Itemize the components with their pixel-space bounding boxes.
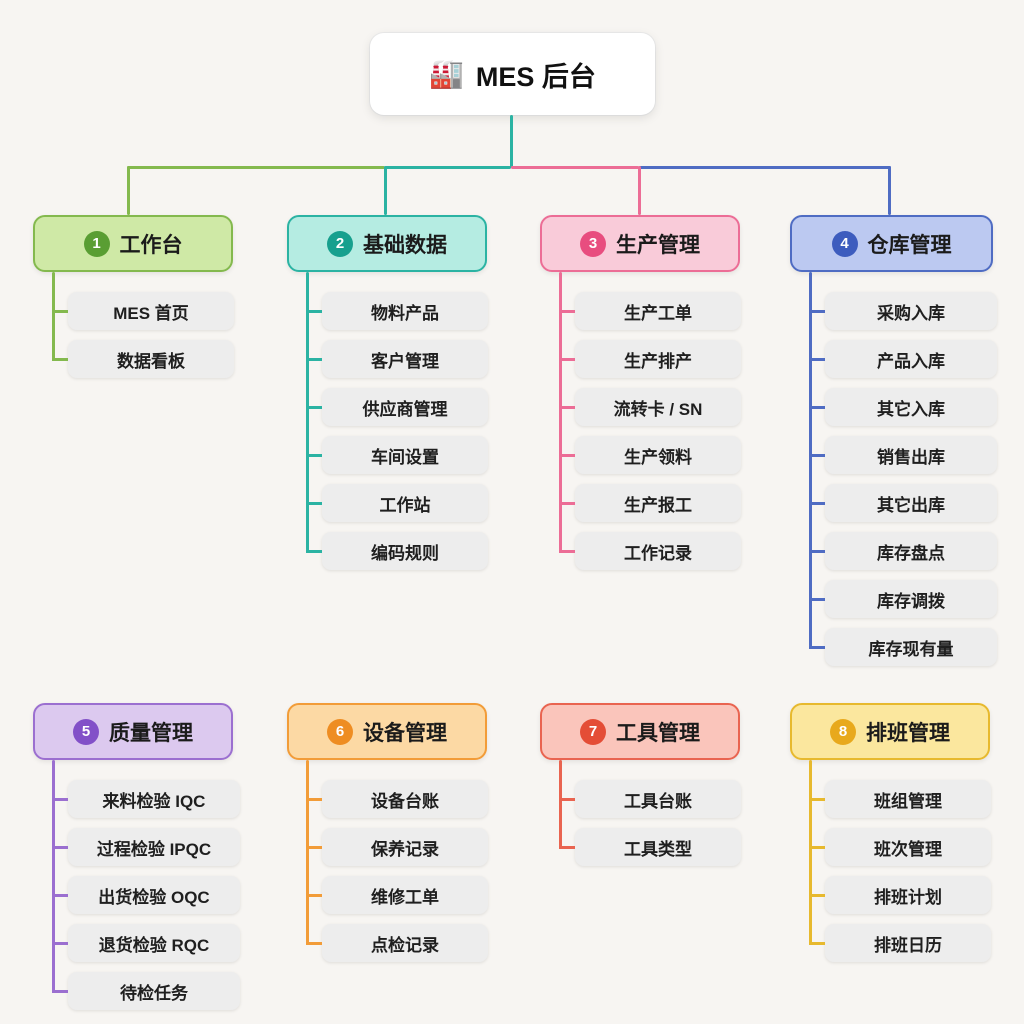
- connector-drop-warehouse: [888, 166, 891, 215]
- branch-children: 来料检验 IQC 过程检验 IPQC 出货检验 OQC 退货检验 RQC 待检任…: [33, 760, 240, 1010]
- branch-number-badge: 5: [73, 718, 99, 745]
- connector-branch-vline: [559, 760, 562, 847]
- branch-label: 基础数据: [363, 233, 447, 257]
- branch-quality: 5 质量管理 来料检验 IQC 过程检验 IPQC 出货检验 OQC 退货检验 …: [33, 703, 240, 1010]
- branch-children: 采购入库 产品入库 其它入库 销售出库 其它出库 库存盘点 库存调拨 库存现有量: [790, 272, 997, 666]
- connector-drop-workbench: [127, 166, 130, 215]
- branch-children: 设备台账 保养记录 维修工单 点检记录: [287, 760, 488, 962]
- branch-base-data: 2 基础数据 物料产品 客户管理 供应商管理 车间设置 工作站 编码规则: [287, 215, 488, 570]
- connector-branch-vline: [559, 272, 562, 551]
- branch-label: 排班管理: [866, 721, 950, 745]
- menu-item[interactable]: 退货检验 RQC: [52, 924, 240, 962]
- branch-header-quality[interactable]: 5 质量管理: [33, 703, 233, 760]
- branch-header-tools[interactable]: 7 工具管理: [540, 703, 740, 760]
- menu-item[interactable]: 生产领料: [559, 436, 741, 474]
- connector-hbar-teal: [385, 166, 511, 169]
- branch-tools: 7 工具管理 工具台账 工具类型: [540, 703, 741, 866]
- factory-icon: 🏭: [429, 58, 464, 89]
- menu-item[interactable]: 待检任务: [52, 972, 240, 1010]
- connector-branch-vline: [306, 272, 309, 551]
- branch-children: 生产工单 生产排产 流转卡 / SN 生产领料 生产报工 工作记录: [540, 272, 741, 570]
- branch-label: 生产管理: [616, 233, 700, 257]
- branch-production: 3 生产管理 生产工单 生产排产 流转卡 / SN 生产领料 生产报工 工作记录: [540, 215, 741, 570]
- branch-label: 仓库管理: [867, 233, 952, 257]
- branch-header-scheduling[interactable]: 8 排班管理: [790, 703, 990, 760]
- connector-hbar-pink: [511, 166, 639, 169]
- menu-item[interactable]: 设备台账: [306, 780, 488, 818]
- branch-header-base-data[interactable]: 2 基础数据: [287, 215, 487, 272]
- branch-label: 质量管理: [109, 721, 193, 745]
- menu-item[interactable]: 生产报工: [559, 484, 741, 522]
- menu-item[interactable]: 班次管理: [809, 828, 991, 866]
- connector-branch-vline: [52, 760, 55, 991]
- menu-item[interactable]: 流转卡 / SN: [559, 388, 741, 426]
- connector-hbar-green: [127, 166, 385, 169]
- branch-number-badge: 6: [327, 718, 353, 745]
- branch-header-equipment[interactable]: 6 设备管理: [287, 703, 487, 760]
- menu-item[interactable]: 保养记录: [306, 828, 488, 866]
- menu-item[interactable]: 车间设置: [306, 436, 488, 474]
- menu-item[interactable]: 排班计划: [809, 876, 991, 914]
- branch-number-badge: 7: [580, 718, 606, 745]
- menu-item[interactable]: 生产排产: [559, 340, 741, 378]
- branch-children: MES 首页 数据看板: [33, 272, 234, 378]
- menu-item[interactable]: 编码规则: [306, 532, 488, 570]
- menu-item[interactable]: 工具类型: [559, 828, 741, 866]
- branch-label: 设备管理: [363, 721, 447, 745]
- connector-branch-vline: [52, 272, 55, 359]
- menu-item[interactable]: 供应商管理: [306, 388, 488, 426]
- menu-item[interactable]: 库存现有量: [809, 628, 997, 666]
- root-label: MES 后台: [475, 61, 596, 92]
- menu-item[interactable]: 来料检验 IQC: [52, 780, 240, 818]
- menu-item[interactable]: 客户管理: [306, 340, 488, 378]
- menu-item[interactable]: 采购入库: [809, 292, 997, 330]
- menu-item[interactable]: 出货检验 OQC: [52, 876, 240, 914]
- menu-item[interactable]: 产品入库: [809, 340, 997, 378]
- branch-scheduling: 8 排班管理 班组管理 班次管理 排班计划 排班日历: [790, 703, 991, 962]
- menu-item[interactable]: 其它出库: [809, 484, 997, 522]
- menu-item[interactable]: 数据看板: [52, 340, 234, 378]
- branch-header-warehouse[interactable]: 4 仓库管理: [790, 215, 993, 272]
- connector-drop-production: [638, 166, 641, 215]
- menu-item[interactable]: 生产工单: [559, 292, 741, 330]
- connector-branch-vline: [809, 272, 812, 647]
- menu-item[interactable]: 班组管理: [809, 780, 991, 818]
- branch-header-workbench[interactable]: 1 工作台: [33, 215, 233, 272]
- menu-item[interactable]: 点检记录: [306, 924, 488, 962]
- menu-item[interactable]: 其它入库: [809, 388, 997, 426]
- menu-item[interactable]: 库存调拨: [809, 580, 997, 618]
- menu-item[interactable]: 库存盘点: [809, 532, 997, 570]
- menu-item[interactable]: 排班日历: [809, 924, 991, 962]
- branch-label: 工具管理: [616, 721, 700, 745]
- branch-equipment: 6 设备管理 设备台账 保养记录 维修工单 点检记录: [287, 703, 488, 962]
- connector-branch-vline: [306, 760, 309, 943]
- menu-item[interactable]: 工作记录: [559, 532, 741, 570]
- menu-item[interactable]: 销售出库: [809, 436, 997, 474]
- menu-item[interactable]: MES 首页: [52, 292, 234, 330]
- menu-item[interactable]: 维修工单: [306, 876, 488, 914]
- connector-hbar-blue: [639, 166, 891, 169]
- connector-drop-base-data: [384, 166, 387, 215]
- branch-number-badge: 8: [830, 718, 856, 745]
- branch-number-badge: 1: [83, 230, 110, 257]
- branch-number-badge: 2: [327, 230, 353, 257]
- branch-number-badge: 4: [831, 230, 858, 257]
- branch-header-production[interactable]: 3 生产管理: [540, 215, 740, 272]
- menu-item[interactable]: 工具台账: [559, 780, 741, 818]
- branch-workbench: 1 工作台 MES 首页 数据看板: [33, 215, 234, 378]
- menu-item[interactable]: 工作站: [306, 484, 488, 522]
- root-node-mes-backend[interactable]: 🏭 MES 后台: [370, 33, 655, 115]
- connector-root-drop: [510, 115, 513, 168]
- branch-label: 工作台: [119, 233, 183, 257]
- branch-number-badge: 3: [580, 230, 606, 257]
- branch-warehouse: 4 仓库管理 采购入库 产品入库 其它入库 销售出库 其它出库 库存盘点 库存调…: [790, 215, 997, 666]
- menu-item[interactable]: 过程检验 IPQC: [52, 828, 240, 866]
- branch-children: 工具台账 工具类型: [540, 760, 741, 866]
- menu-item[interactable]: 物料产品: [306, 292, 488, 330]
- connector-branch-vline: [809, 760, 812, 943]
- branch-children: 物料产品 客户管理 供应商管理 车间设置 工作站 编码规则: [287, 272, 488, 570]
- branch-children: 班组管理 班次管理 排班计划 排班日历: [790, 760, 991, 962]
